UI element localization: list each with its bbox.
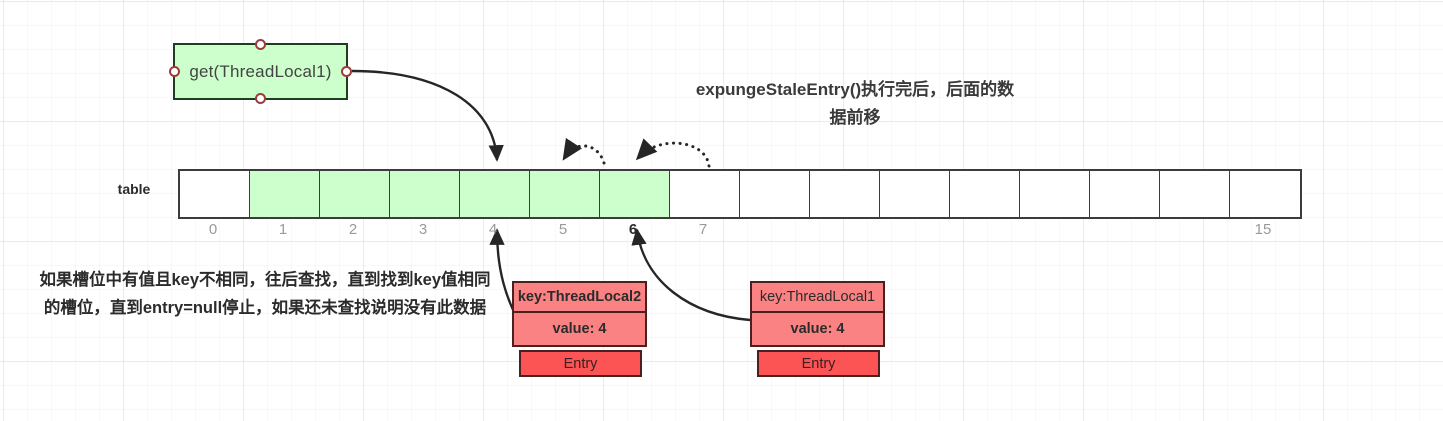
- connector-get-to-slot4: [351, 69, 504, 162]
- table-index-row: 0 1 2 3 4 5 6 7 15: [178, 219, 1298, 241]
- search-rule-note: 如果槽位中有值且key不相同，往后查找，直到找到key值相同的槽位，直到entr…: [39, 271, 491, 317]
- table-index-label: 6: [628, 221, 638, 238]
- entry-footer-label: Entry: [519, 350, 642, 377]
- table-index-label: [738, 219, 808, 241]
- table-index-label: [1158, 219, 1228, 241]
- table-slot-row: [178, 169, 1302, 219]
- table-index-label: 2: [348, 221, 358, 238]
- table-index-label: 5: [558, 221, 568, 238]
- table-slot[interactable]: [530, 171, 600, 217]
- table-index-label: [1088, 219, 1158, 241]
- entry-value-row: value: 4: [512, 313, 647, 347]
- connection-handle-right-icon[interactable]: [341, 66, 352, 77]
- table-slot[interactable]: [390, 171, 460, 217]
- connection-handle-top-icon[interactable]: [255, 39, 266, 50]
- table-index-label: [808, 219, 878, 241]
- table-slot[interactable]: [1230, 171, 1300, 217]
- entry-box-threadlocal1[interactable]: key:ThreadLocal1 value: 4 Entry: [750, 281, 885, 377]
- entry-value-row: value: 4: [750, 313, 885, 347]
- table-slot[interactable]: [740, 171, 810, 217]
- entry-key-row: key:ThreadLocal1: [750, 281, 885, 313]
- connector-shift-7-to-6: [635, 138, 711, 168]
- table-slot[interactable]: [180, 171, 250, 217]
- table-slot[interactable]: [810, 171, 880, 217]
- table-index-label: 15: [1254, 221, 1272, 238]
- connector-shift-6-to-5: [562, 137, 606, 165]
- table-slot[interactable]: [880, 171, 950, 217]
- connection-handle-bottom-icon[interactable]: [255, 93, 266, 104]
- table-index-label: [1018, 219, 1088, 241]
- get-threadlocal-node[interactable]: get(ThreadLocal1): [169, 39, 352, 104]
- table-slot[interactable]: [250, 171, 320, 217]
- table-label: table: [117, 181, 151, 197]
- entry-key-row: key:ThreadLocal2: [512, 281, 647, 313]
- get-node-label: get(ThreadLocal1): [189, 61, 332, 81]
- table-slot[interactable]: [1160, 171, 1230, 217]
- table-index-label: 3: [418, 221, 428, 238]
- table-slot[interactable]: [460, 171, 530, 217]
- table-slot[interactable]: [1020, 171, 1090, 217]
- table-slot[interactable]: [950, 171, 1020, 217]
- table-slot[interactable]: [670, 171, 740, 217]
- table-slot[interactable]: [1090, 171, 1160, 217]
- table-index-label: 7: [698, 221, 708, 238]
- table-slot[interactable]: [600, 171, 670, 217]
- connector-entry1-to-slot6: [631, 228, 751, 322]
- table-slot[interactable]: [320, 171, 390, 217]
- table-index-label: [878, 219, 948, 241]
- table-index-label: [948, 219, 1018, 241]
- entry-footer-label: Entry: [757, 350, 880, 377]
- diagram-heading: expungeStaleEntry()执行完后，后面的数据前移: [695, 80, 1015, 127]
- table-index-label: 0: [208, 221, 218, 238]
- table-index-label: 1: [278, 221, 288, 238]
- connection-handle-left-icon[interactable]: [169, 66, 180, 77]
- table-index-label: 4: [488, 221, 498, 238]
- entry-box-threadlocal2[interactable]: key:ThreadLocal2 value: 4 Entry: [512, 281, 647, 377]
